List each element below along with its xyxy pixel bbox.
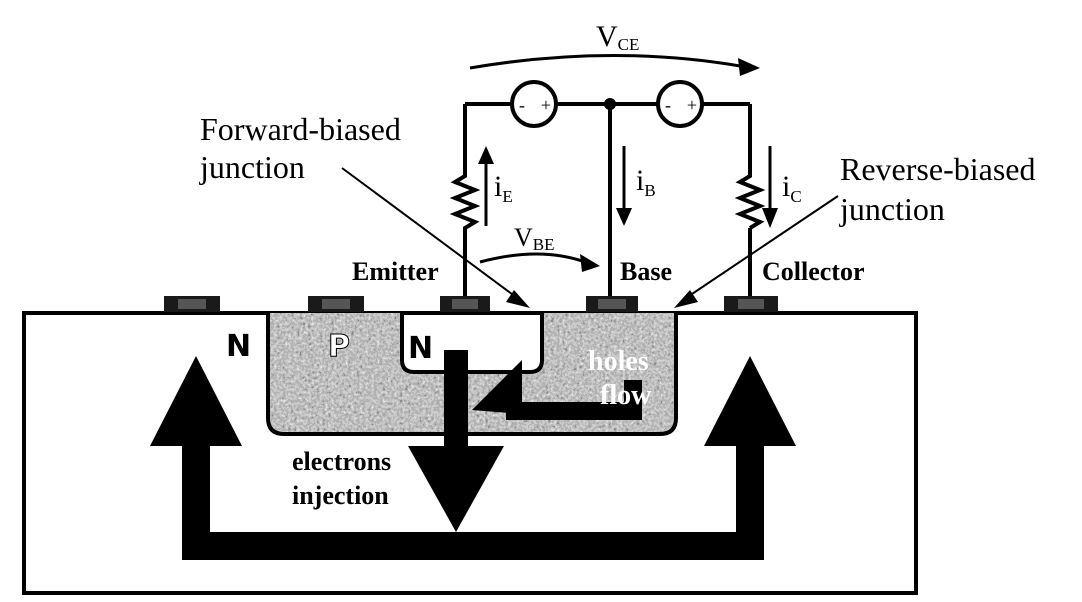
source-vbe-minus: -: [519, 95, 525, 115]
source-vbe-plus: +: [541, 95, 551, 115]
resistor-emitter: [449, 170, 481, 245]
base-node-dot: [604, 98, 616, 110]
vce-arrow: [469, 53, 741, 70]
ib-arrow: [616, 146, 632, 226]
source-vcb: - +: [656, 80, 704, 128]
reverse-biased-label-2: junction: [839, 191, 945, 227]
forward-biased-label-1: Forward-biased: [200, 111, 401, 147]
holes-label-1: holes: [588, 346, 649, 377]
base-label: Base: [620, 257, 672, 286]
forward-biased-label-2: junction: [199, 149, 305, 185]
collector-label: Collector: [762, 257, 865, 286]
ie-label: iE: [494, 170, 513, 206]
vbe-arrow: [479, 252, 586, 264]
electrons-label-2: injection: [292, 481, 389, 510]
contacts: [164, 296, 778, 312]
region-p: P: [328, 329, 350, 364]
resistor-collector: [734, 170, 766, 230]
electrons-label-1: electrons: [292, 447, 391, 476]
electron-flow-arrows: [150, 350, 796, 560]
vce-label: VCE: [596, 20, 639, 54]
ic-arrow: [762, 146, 778, 228]
n-emitter-well: [400, 311, 544, 374]
source-vcb-plus: +: [687, 95, 697, 115]
source-vcb-minus: -: [665, 95, 671, 115]
region-n-left: N: [226, 329, 251, 364]
reverse-pointer: [674, 195, 839, 308]
holes-label-2: flow: [600, 380, 652, 411]
vbe-label: VBE: [514, 223, 555, 254]
ib-label: iB: [636, 164, 656, 200]
source-vbe: - +: [510, 80, 558, 128]
reverse-biased-label-1: Reverse-biased: [840, 151, 1035, 187]
holes-flow-arrow: [472, 360, 642, 420]
forward-pointer: [341, 167, 530, 308]
ic-label: iC: [782, 170, 802, 206]
region-n-emitter: N: [408, 331, 433, 366]
ie-arrow: [478, 146, 494, 226]
emitter-label: Emitter: [352, 257, 439, 286]
